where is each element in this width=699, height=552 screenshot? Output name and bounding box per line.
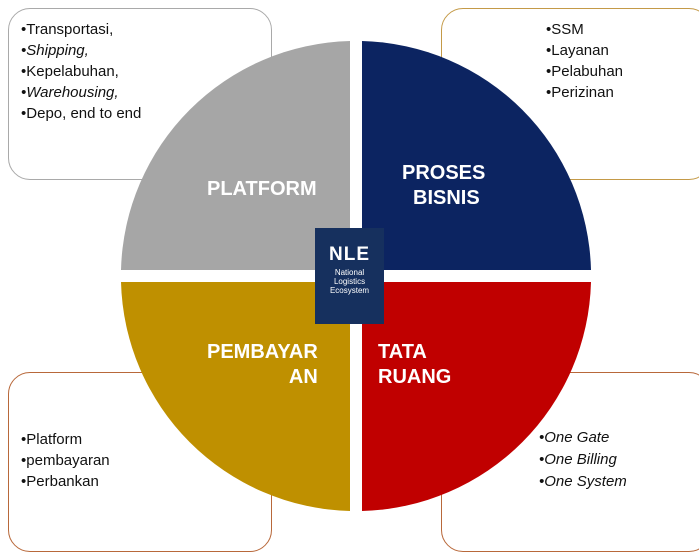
list-item: Warehousing,: [21, 82, 141, 103]
list-item: Layanan: [546, 40, 623, 61]
quadrant-platform: [121, 41, 350, 270]
quadrant-proses-bisnis: [362, 41, 591, 270]
platform-label: PLATFORM: [207, 178, 317, 200]
nle-logo-line2: Logistics: [333, 277, 366, 286]
quadrant-pembayaran: [121, 282, 350, 511]
list-item: Shipping,: [21, 40, 141, 61]
nle-logo-text: National Logistics Ecosystem: [315, 268, 384, 295]
nle-logo-line3: Ecosystem: [329, 286, 370, 295]
proses-bisnis-label: PROSES BISNIS: [402, 161, 485, 211]
pembayaran-line1: PEMBAYAR: [207, 341, 318, 363]
list-item: Perizinan: [546, 82, 623, 103]
tata-ruang-line1: TATA: [378, 341, 427, 363]
list-item: Depo, end to end: [21, 103, 141, 124]
tata-ruang-line2: RUANG: [378, 366, 452, 388]
list-item: Transportasi,: [21, 19, 141, 40]
nle-logo-line1: National: [334, 268, 365, 277]
list-item-continuation: Pelabuhan: [546, 61, 623, 82]
nle-logo: NLE National Logistics Ecosystem: [315, 228, 384, 324]
proses-bisnis-line1: PROSES: [402, 162, 486, 184]
list-item: Platform: [21, 429, 110, 450]
list-item: One System: [539, 471, 627, 493]
list-item: One Billing: [539, 449, 627, 471]
list-item: One Gate: [539, 427, 627, 449]
list-item: Perbankan: [21, 471, 110, 492]
pembayaran-line2: AN: [288, 366, 318, 388]
list-item: Kepelabuhan,: [21, 61, 141, 82]
nle-logo-mark: NLE: [329, 244, 370, 265]
list-item-continuation: pembayaran: [21, 450, 109, 471]
pembayaran-label: PEMBAYAR AN: [207, 340, 318, 390]
list-item: SSM: [546, 19, 623, 40]
tata-ruang-label: TATA RUANG: [378, 340, 451, 390]
proses-bisnis-line2: BISNIS: [413, 187, 480, 209]
quadrant-tata-ruang: [362, 282, 591, 511]
